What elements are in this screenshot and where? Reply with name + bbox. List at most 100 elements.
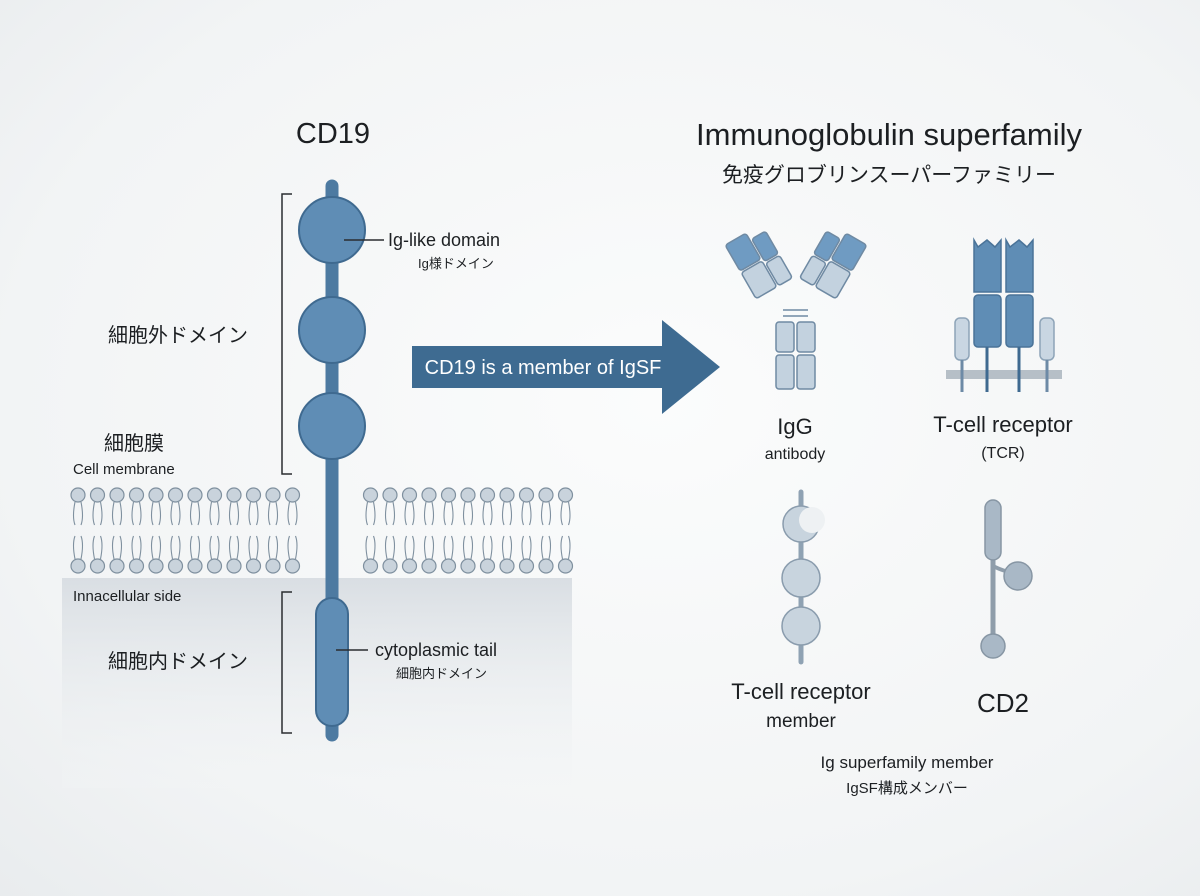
lipid-head	[187, 487, 203, 503]
cytoplasmic-tail-label: cytoplasmic tail	[375, 640, 497, 660]
lipid-tail	[482, 535, 486, 560]
lipid-head	[421, 487, 437, 503]
lipid-tail	[189, 501, 193, 526]
lipid-head	[401, 558, 418, 574]
lipid-tail	[236, 501, 240, 526]
igsf-title-ja: 免疫グロブリンスーパーファミリー	[722, 164, 1056, 187]
tcr-member-icon	[781, 489, 825, 665]
lipid-head	[89, 558, 106, 574]
lipid-head	[109, 558, 125, 574]
lipid-tail	[255, 501, 259, 526]
lipid-tail	[92, 535, 96, 560]
lipid-tail	[509, 535, 513, 560]
lipid-head	[226, 487, 242, 503]
extracellular-domain-label: 細胞外ドメイン	[108, 324, 248, 347]
lipid-head	[479, 558, 496, 574]
lipid-head	[226, 558, 242, 574]
lipid-tail	[119, 501, 123, 526]
lipid-head	[460, 558, 476, 574]
lipid-head	[518, 558, 535, 574]
lipid-tail	[99, 535, 103, 560]
lipid-tail	[287, 535, 291, 560]
cd19-title: CD19	[296, 118, 370, 150]
lipid-tail	[177, 535, 181, 560]
lipid-tail	[216, 535, 220, 560]
lipid-tail	[177, 501, 181, 526]
lipid-head	[362, 558, 379, 574]
lipid-tail	[462, 535, 466, 560]
lipid-tail	[170, 501, 174, 526]
lipid-head	[382, 558, 398, 574]
lipid-tail	[509, 501, 513, 526]
lipid-tail	[131, 535, 135, 560]
lipid-head	[499, 558, 515, 574]
lipid-head	[557, 558, 574, 574]
lipid-head	[148, 558, 164, 574]
membership-arrow-text: CD19 is a member of IgSF	[425, 357, 662, 379]
intracellular-domain-label: 細胞内ドメイン	[108, 650, 248, 673]
lipid-tail	[521, 501, 525, 526]
lipid-tail	[138, 535, 142, 560]
lipid-head	[284, 558, 301, 574]
lipid-tail	[560, 501, 564, 526]
lipid-tail	[267, 501, 271, 526]
lipid-head	[89, 487, 106, 503]
lipid-tail	[131, 501, 135, 526]
lipid-tail	[150, 501, 154, 526]
lipid-tail	[294, 501, 298, 526]
intracellular-bracket	[281, 591, 292, 734]
lipid-head	[460, 487, 476, 503]
lipid-tail	[189, 535, 193, 560]
lipid-head	[245, 487, 262, 503]
lipid-head	[187, 558, 203, 574]
lipid-tail	[197, 535, 201, 560]
lipid-head	[440, 558, 457, 574]
ig-domain-2	[298, 296, 366, 364]
tcr-sub: (TCR)	[981, 445, 1025, 462]
lipid-tail	[209, 535, 213, 560]
cd2-icon	[980, 499, 1033, 659]
lipid-tail	[372, 501, 376, 526]
lipid-head	[128, 487, 145, 503]
lipid-tail	[197, 501, 201, 526]
lipid-tail	[228, 535, 232, 560]
lipid-tail	[138, 501, 142, 526]
lipid-tail	[392, 501, 396, 526]
lipid-head	[70, 487, 86, 503]
lipid-tail	[540, 535, 544, 560]
lipid-head	[167, 558, 184, 574]
lipid-head	[440, 487, 457, 503]
lipid-head	[148, 487, 164, 503]
lipid-head	[401, 487, 418, 503]
intracellular-side-label: Innacellular side	[73, 588, 181, 605]
lipid-tail	[392, 535, 396, 560]
lipid-tail	[521, 535, 525, 560]
lipid-tail	[92, 501, 96, 526]
igsf-title: Immunoglobulin superfamily	[696, 117, 1082, 152]
lipid-head	[362, 487, 379, 503]
lipid-tail	[404, 501, 408, 526]
lipid-tail	[287, 501, 291, 526]
lipid-tail	[170, 535, 174, 560]
lipid-tail	[99, 501, 103, 526]
lipid-tail	[423, 501, 427, 526]
lipid-tail	[482, 501, 486, 526]
lipid-tail	[431, 501, 435, 526]
igg-sub: antibody	[765, 446, 826, 463]
lipid-tail	[80, 501, 84, 526]
lipid-head	[557, 487, 574, 503]
igg-antibody-icon	[725, 231, 867, 390]
pointer-lines	[336, 239, 384, 651]
cd19-molecule	[298, 179, 366, 742]
lipid-tail	[443, 535, 447, 560]
lipid-tail	[470, 535, 474, 560]
lipid-tail	[294, 535, 298, 560]
lipid-tail	[248, 501, 252, 526]
cell-membrane-label-ja: 細胞膜	[104, 432, 164, 455]
lipid-tail	[275, 501, 279, 526]
lipid-tail	[158, 535, 162, 560]
lipid-head	[167, 487, 184, 503]
lipid-tail	[365, 535, 369, 560]
lipid-tail	[443, 501, 447, 526]
lipid-head	[518, 487, 535, 503]
